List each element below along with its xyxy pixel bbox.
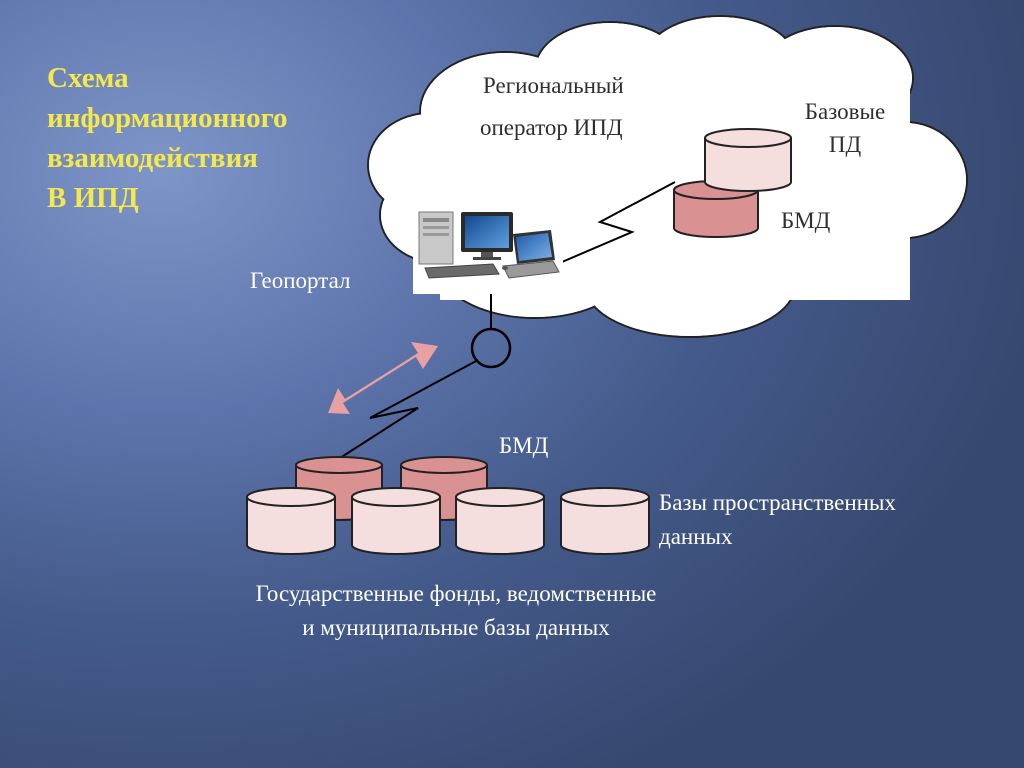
spatial-database-icon: [246, 487, 336, 555]
computer-workstation-icon: [418, 211, 560, 279]
spatial-database-icon: [560, 487, 650, 555]
cloud-bmd-label: БМД: [781, 208, 831, 233]
operator-label-line2: оператор ИПД: [480, 115, 623, 140]
title-line: В ИПД: [47, 182, 139, 214]
lower-connection-line: [339, 359, 479, 459]
geoportal-computer-box: [413, 206, 563, 294]
spatial-database-icon: [455, 487, 545, 555]
base-pd-label-line2: ПД: [828, 132, 862, 157]
title-line: информационного: [47, 102, 288, 134]
bidirectional-arrow-icon: [328, 342, 438, 414]
title-line: взаимодействия: [47, 142, 258, 174]
spatial-database-icon: [351, 487, 441, 555]
operator-label-line1: Региональный: [483, 73, 624, 98]
lower-bmd-label: БМД: [499, 433, 549, 458]
cloud-bmd-database-icon: [673, 180, 759, 238]
geoportal-label: Геопортал: [250, 268, 351, 293]
caption-line2: и муниципальные базы данных: [302, 615, 610, 640]
cloud-connection-line: [561, 181, 676, 263]
connection-node-icon: [470, 327, 512, 369]
spatial-db-label-line2: данных: [659, 524, 733, 549]
spatial-db-label-line1: Базы пространственных: [659, 490, 896, 515]
caption-line1: Государственные фонды, ведомственные: [255, 581, 657, 606]
base-pd-label-line1: Базовые: [804, 99, 886, 124]
cloud-base-database-icon: [704, 128, 792, 192]
title-line: Схема: [47, 62, 129, 94]
operator-cloud: [367, 15, 968, 338]
slide-title: Схема информационного взаимодействия В И…: [47, 58, 347, 218]
